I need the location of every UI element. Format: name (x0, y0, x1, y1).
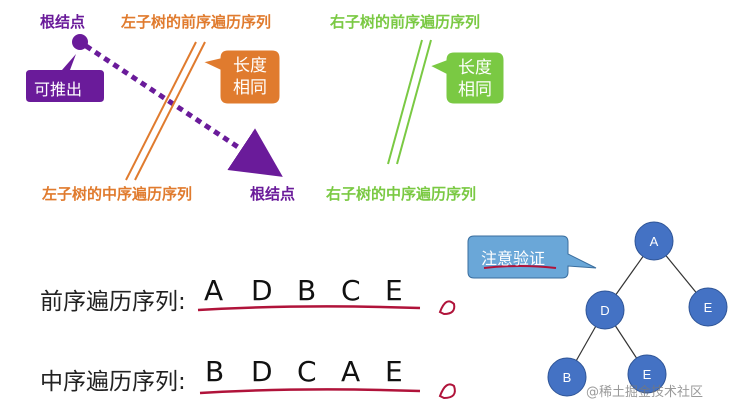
tree-node-d: D (585, 290, 625, 330)
root-preorder-label: 根结点 (40, 13, 86, 31)
preorder-item: D (251, 274, 273, 307)
left-length-line-2 (134, 41, 206, 181)
note-text: 注意验证 (481, 249, 546, 268)
preorder-label: 前序遍历序列: (40, 289, 186, 315)
tree-node-b: B (547, 357, 587, 397)
right-length-line-2-text: 相同 (458, 80, 492, 100)
svg-text:D: D (600, 303, 609, 318)
inorder-item: B (205, 355, 225, 388)
tree-node-e-right: E (688, 287, 728, 327)
preorder-item: C (341, 274, 361, 307)
right-length-callout (428, 51, 505, 105)
inorder-item: A (341, 355, 361, 388)
right-length-line-1-text: 长度 (458, 58, 492, 78)
right-length-line-1 (387, 39, 423, 165)
root-inorder-label: 根结点 (250, 185, 296, 203)
left-length-line-1-text: 长度 (233, 56, 267, 76)
preorder-check-mark (438, 300, 456, 316)
tree-node-a: A (634, 221, 674, 261)
preorder-underline (197, 305, 421, 312)
right-inorder-label: 右子树的中序遍历序列 (326, 185, 477, 203)
svg-text:E: E (643, 367, 652, 382)
svg-text:A: A (650, 234, 659, 249)
note-underline (483, 265, 557, 269)
watermark: @稀土掘金技术社区 (586, 385, 704, 400)
inorder-item: E (385, 355, 403, 388)
inorder-label: 中序遍历序列: (40, 369, 186, 395)
preorder-item: B (297, 274, 317, 307)
inorder-item: C (297, 355, 317, 388)
inorder-underline (199, 388, 421, 395)
svg-text:B: B (563, 370, 572, 385)
tree-node-e-bottom: E (627, 354, 667, 394)
left-length-line-1 (125, 41, 197, 181)
deducible-callout (26, 54, 104, 102)
svg-text:E: E (704, 300, 713, 315)
right-length-text: 长度 相同 (446, 57, 504, 101)
left-preorder-label: 左子树的前序遍历序列 (121, 13, 272, 31)
root-dot (72, 34, 88, 50)
preorder-item: E (385, 274, 403, 307)
left-inorder-label: 左子树的中序遍历序列 (42, 185, 193, 203)
inorder-item: D (251, 355, 273, 388)
right-length-line-2 (396, 39, 432, 165)
inorder-check-mark (438, 383, 456, 400)
deducible-text: 可推出 (34, 80, 83, 99)
left-length-text: 长度 相同 (220, 55, 280, 99)
right-preorder-label: 右子树的前序遍历序列 (330, 13, 481, 31)
left-length-line-2-text: 相同 (233, 78, 267, 98)
left-length-callout (201, 49, 281, 105)
preorder-item: A (204, 274, 224, 307)
deduction-arrow (84, 43, 283, 177)
